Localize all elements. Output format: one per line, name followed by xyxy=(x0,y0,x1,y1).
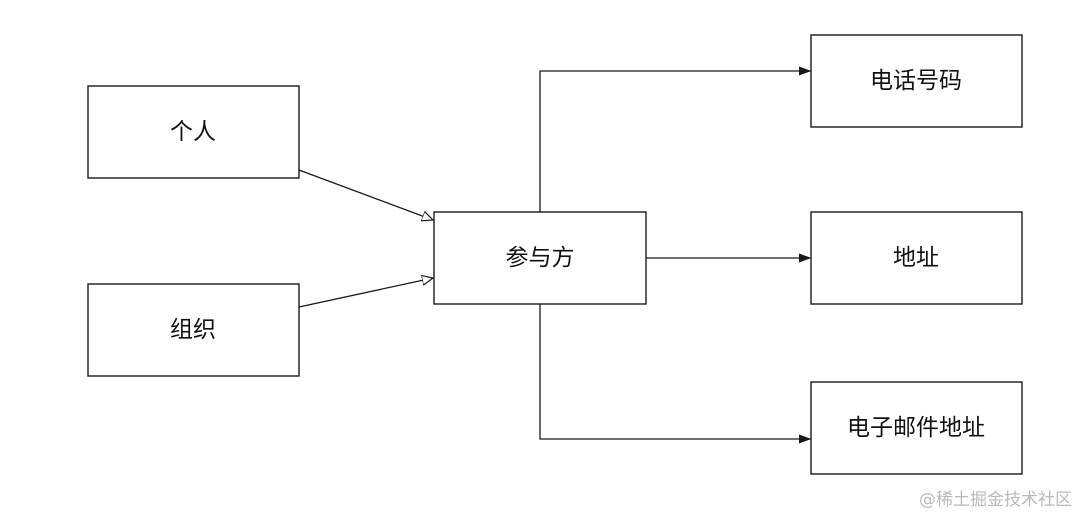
edge-party-to-phone xyxy=(539,71,810,212)
node-address-label: 地址 xyxy=(893,245,939,271)
node-email-label: 电子邮件地址 xyxy=(847,415,985,441)
node-individual-label: 个人 xyxy=(170,119,216,145)
edges xyxy=(298,71,810,439)
node-individual[interactable]: 个人 xyxy=(87,85,300,179)
node-phone[interactable]: 电话号码 xyxy=(810,34,1023,128)
node-party-box xyxy=(433,211,647,305)
node-party[interactable]: 参与方 xyxy=(433,211,647,305)
node-organization[interactable]: 组织 xyxy=(87,283,300,377)
node-phone-label: 电话号码 xyxy=(870,68,962,94)
node-party-label: 参与方 xyxy=(506,245,575,271)
watermark: @稀土掘金技术社区 xyxy=(919,490,1072,510)
node-phone-box xyxy=(810,34,1023,128)
node-organization-box xyxy=(87,283,300,377)
node-email[interactable]: 电子邮件地址 xyxy=(810,381,1023,475)
edge-party-to-email xyxy=(539,304,810,439)
node-organization-label: 组织 xyxy=(170,317,216,343)
node-individual-box xyxy=(87,85,300,179)
edge-individual-to-party xyxy=(298,169,433,220)
node-address[interactable]: 地址 xyxy=(810,211,1023,305)
node-email-box xyxy=(810,381,1023,475)
node-address-box xyxy=(810,211,1023,305)
edge-organization-to-party xyxy=(298,278,433,308)
